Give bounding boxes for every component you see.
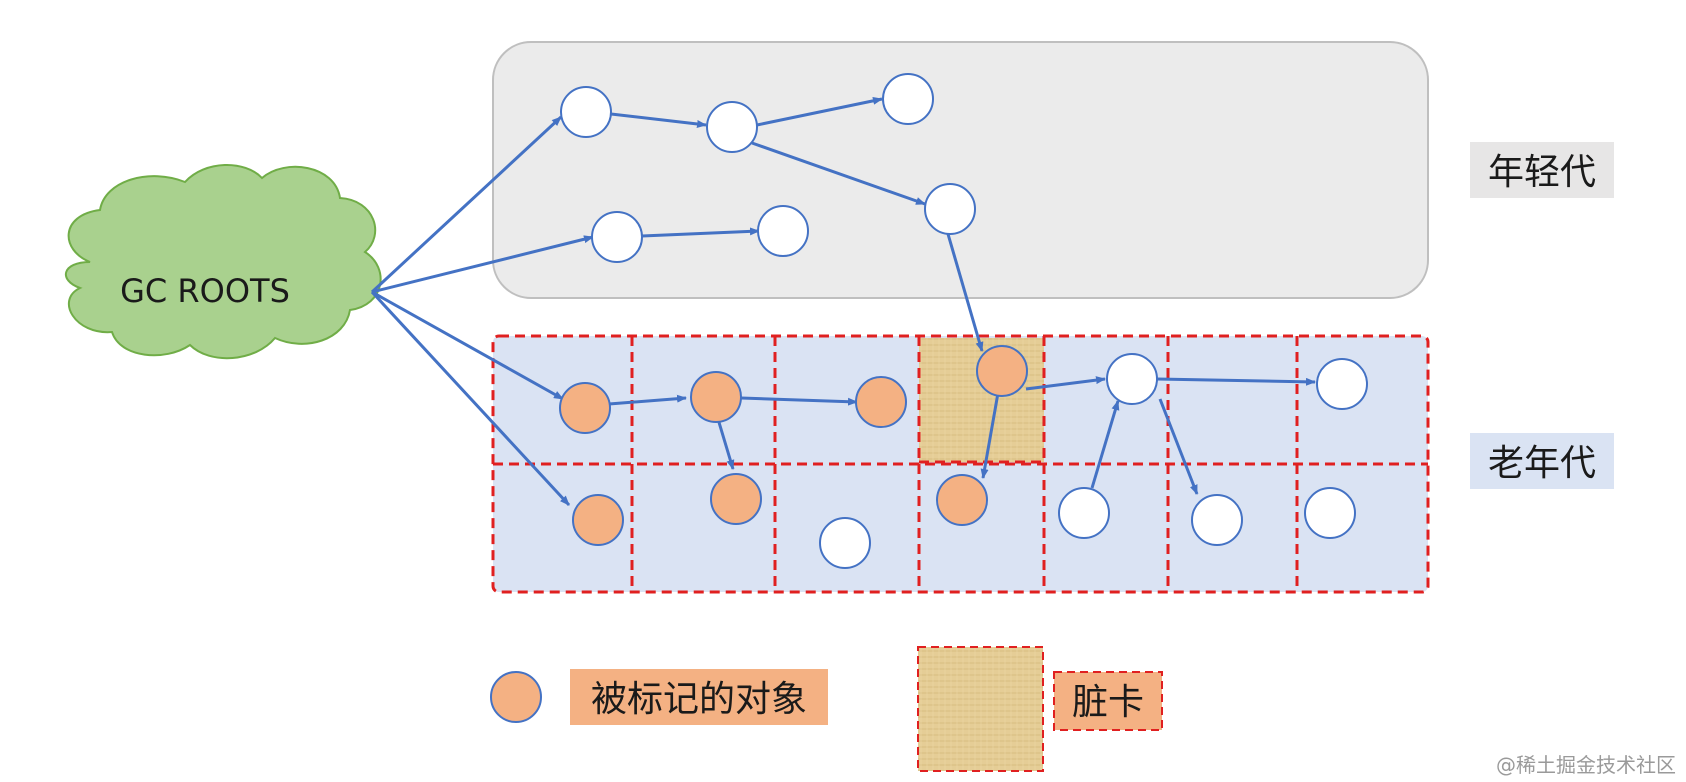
arrow-o4-to-o9 <box>980 392 1000 479</box>
object-o10 <box>1058 487 1110 539</box>
object-y4 <box>591 211 643 263</box>
arrow-o5-to-o12 <box>1158 398 1199 495</box>
object-o7 <box>572 494 624 546</box>
unmarked-objects <box>560 73 1368 569</box>
arrow-root-to-o7 <box>370 290 571 507</box>
arrow-root-to-o1 <box>371 290 564 401</box>
young-generation-region <box>492 41 1429 299</box>
object-o13 <box>1304 487 1356 539</box>
card-table-grid <box>491 334 1430 594</box>
object-o2 <box>690 371 742 423</box>
arrow-o4-to-o5 <box>1025 376 1106 391</box>
legend-marked-label-box <box>570 669 828 725</box>
gc-roots-cloud: GC ROOTS <box>64 164 382 360</box>
object-y1 <box>560 86 612 138</box>
arrow-o2-to-o8 <box>716 418 735 470</box>
old-label-box <box>1470 433 1614 489</box>
legend-dirty-swatch <box>917 646 1044 772</box>
object-y2 <box>706 101 758 153</box>
young-generation-label: 年轻代 <box>1488 152 1596 193</box>
object-y3 <box>882 73 934 125</box>
gc-roots-label: GC ROOTS <box>120 272 290 310</box>
marked-objects <box>559 345 1028 546</box>
object-o8 <box>710 473 762 525</box>
object-o3 <box>855 376 907 428</box>
arrow-o5-to-o6 <box>1156 377 1316 386</box>
object-y5 <box>757 205 809 257</box>
object-o11 <box>819 517 871 569</box>
arrow-y4-to-y5 <box>641 227 760 238</box>
reference-arrows <box>370 96 1316 507</box>
arrow-o2-to-o3 <box>740 396 858 406</box>
legend-marked-label: 被标记的对象 <box>591 679 807 720</box>
arrow-y2-to-y6 <box>751 141 926 206</box>
arrow-y2-to-y3 <box>756 96 883 127</box>
arrow-root-to-y1 <box>370 115 563 294</box>
young-label-box <box>1470 142 1614 198</box>
legend-marked-swatch <box>490 671 542 723</box>
arrow-o1-to-o2 <box>608 394 687 406</box>
object-o4 <box>976 345 1028 397</box>
object-o1 <box>559 382 611 434</box>
arrow-y1-to-y2 <box>610 112 707 128</box>
arrow-o10-to-o5 <box>1090 400 1120 489</box>
watermark: @稀土掘金技术社区 <box>1496 753 1676 777</box>
object-o5 <box>1106 353 1158 405</box>
arrow-y6-to-o4 <box>946 233 984 352</box>
legend-dirty-label-box <box>1053 671 1163 731</box>
object-o12 <box>1191 494 1243 546</box>
legend-dirty-label: 脏卡 <box>1072 682 1144 723</box>
object-o9 <box>936 474 988 526</box>
object-y6 <box>924 183 976 235</box>
old-generation-label: 老年代 <box>1488 443 1596 484</box>
arrow-root-to-y4 <box>371 235 594 294</box>
object-o6 <box>1316 358 1368 410</box>
